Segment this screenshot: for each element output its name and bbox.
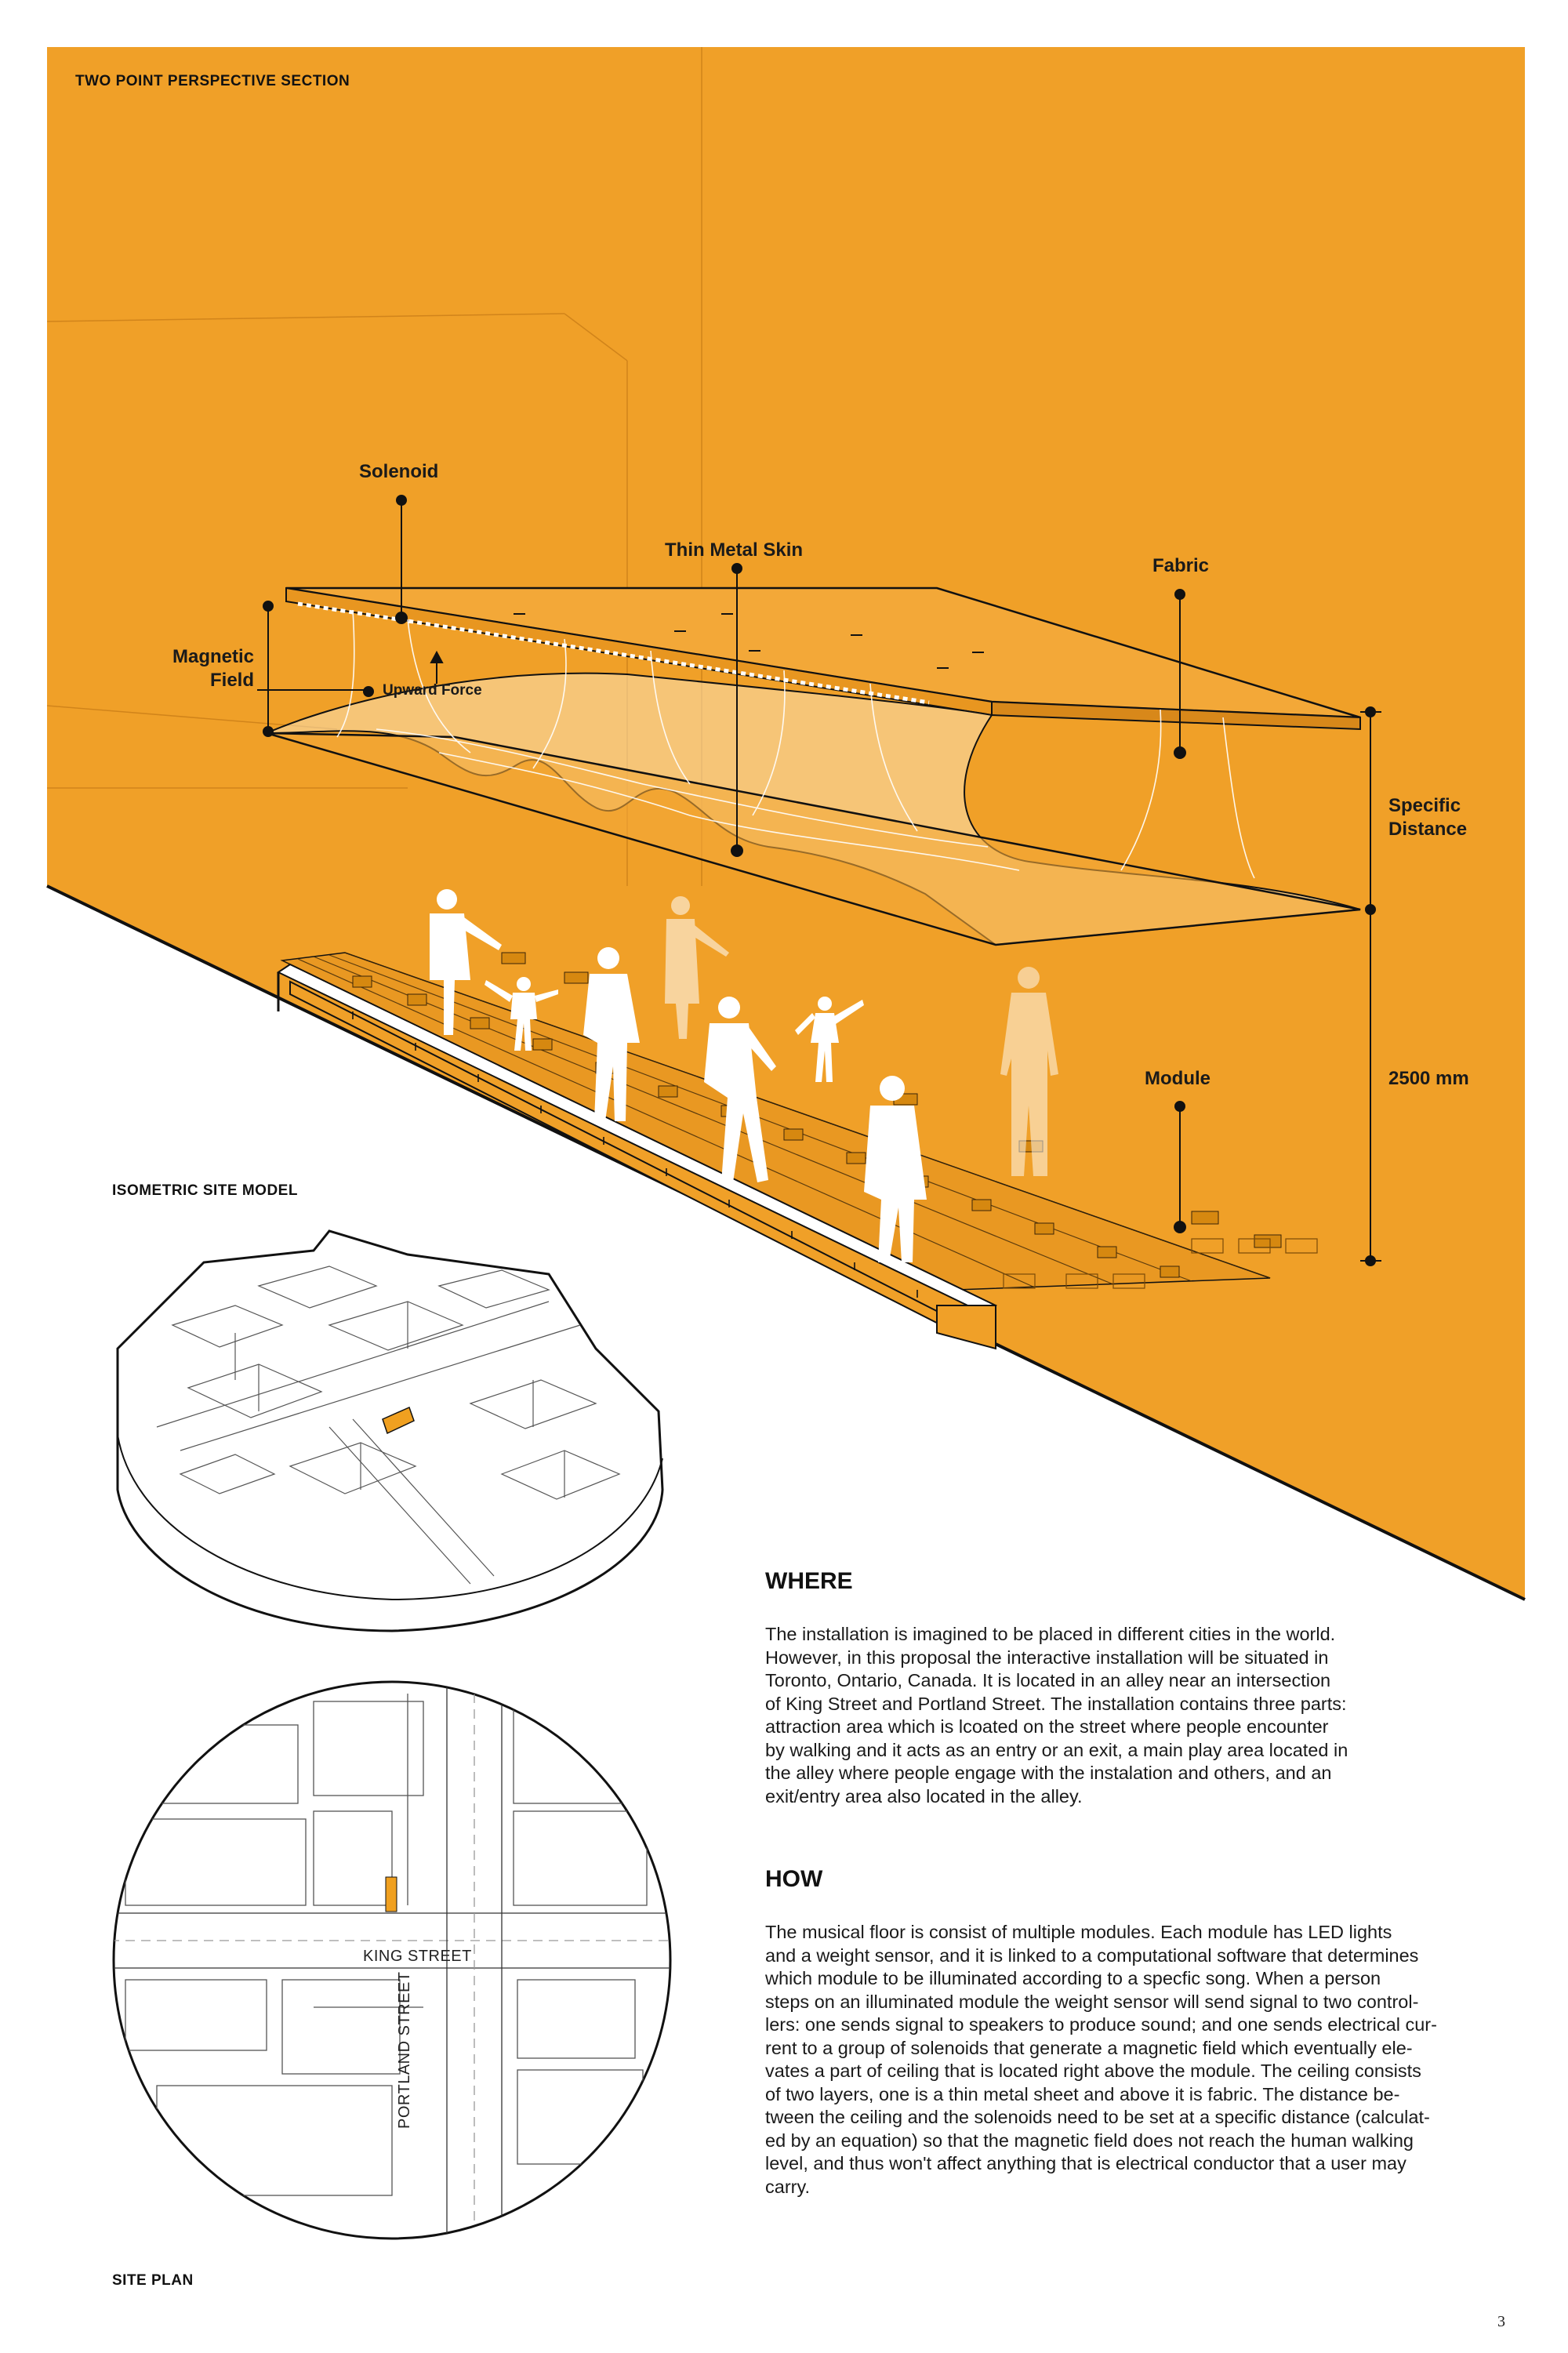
person-adult-6-faded xyxy=(1000,967,1058,1176)
where-heading: WHERE xyxy=(765,1568,853,1594)
where-line: Toronto, Ontario, Canada. It is located … xyxy=(765,1670,1331,1690)
label-magnetic-field-line-1: Magnetic xyxy=(172,646,254,667)
person-adult-5 xyxy=(864,1076,927,1262)
isometric-site-model-title: ISOMETRIC SITE MODEL xyxy=(112,1182,298,1199)
label-height-2500mm: 2500 mm xyxy=(1388,1068,1469,1089)
person-child-1 xyxy=(485,977,558,1051)
isometric-site-model xyxy=(116,1229,664,1632)
how-line: The musical floor is consist of multiple… xyxy=(765,1922,1392,1942)
label-thin-metal-skin: Thin Metal Skin xyxy=(665,539,804,561)
person-child-2 xyxy=(795,997,864,1082)
plan-installation-marker xyxy=(385,1876,397,1912)
label-module: Module xyxy=(1145,1068,1210,1089)
where-line: the alley where people engage with the i… xyxy=(765,1763,1332,1783)
how-line: carry. xyxy=(765,2176,811,2197)
label-specific-distance-line-2: Distance xyxy=(1388,819,1468,840)
how-line: tween the ceiling and the solenoids need… xyxy=(765,2107,1430,2127)
where-line: However, in this proposal the interactiv… xyxy=(765,1647,1329,1668)
ceiling-slab xyxy=(285,586,1361,731)
how-line: and a weight sensor, and it is linked to… xyxy=(765,1944,1419,1966)
person-adult-2 xyxy=(583,947,640,1121)
how-heading: HOW xyxy=(765,1866,823,1892)
person-adult-3-faded xyxy=(665,896,729,1039)
label-specific-distance-line-1: Specific xyxy=(1388,795,1461,816)
section-title: TWO POINT PERSPECTIVE SECTION xyxy=(75,73,350,89)
where-line: attraction area which is lcoated on the … xyxy=(765,1716,1329,1737)
where-line: by walking and it acts as an entry or an… xyxy=(765,1739,1348,1760)
where-line: of King Street and Portland Street. The … xyxy=(765,1693,1347,1714)
king-street-label: KING STREET xyxy=(363,1948,472,1965)
label-solenoid: Solenoid xyxy=(359,461,439,482)
site-plan-title: SITE PLAN xyxy=(112,2272,194,2289)
where-line: exit/entry area also located in the alle… xyxy=(765,1785,1083,1807)
dimension-lines xyxy=(257,601,1381,1266)
label-magnetic-field: Magnetic Field xyxy=(157,645,254,692)
how-line: of two layers, one is a thin metal sheet… xyxy=(765,2083,1400,2104)
person-adult-1 xyxy=(430,889,502,1035)
person-adult-4 xyxy=(704,997,776,1182)
label-magnetic-field-line-2: Field xyxy=(209,670,254,691)
how-line: vates a part of ceiling that is located … xyxy=(765,2061,1421,2081)
people-silhouettes xyxy=(430,889,1058,1262)
label-upward-force: Upward Force xyxy=(383,682,482,699)
how-line: which module to be illuminated according… xyxy=(765,1968,1381,1988)
label-specific-distance: Specific Distance xyxy=(1388,794,1467,841)
how-line: steps on an illuminated module the weigh… xyxy=(765,1991,1419,2012)
fabric-surface xyxy=(266,609,1361,946)
portland-street-label: PORTLAND STREET xyxy=(396,1971,413,2130)
callout-leaders xyxy=(395,495,1186,1233)
floor-section-cut xyxy=(276,963,998,1350)
where-paragraph: The installation is imagined to be place… xyxy=(765,1623,1518,1808)
how-line: ed by an equation) so that the magnetic … xyxy=(765,2130,1414,2151)
how-paragraph: The musical floor is consist of multiple… xyxy=(765,1921,1518,2199)
where-line: The installation is imagined to be place… xyxy=(765,1624,1336,1644)
how-line: level, and thus won't affect anything th… xyxy=(765,2153,1406,2173)
how-line: lers: one sends signal to speakers to pr… xyxy=(765,2014,1437,2035)
label-fabric: Fabric xyxy=(1152,555,1210,576)
how-line: rent to a group of solenoids that genera… xyxy=(765,2037,1413,2058)
page-number: 3 xyxy=(1497,2313,1505,2330)
iso-installation-marker xyxy=(382,1406,415,1435)
